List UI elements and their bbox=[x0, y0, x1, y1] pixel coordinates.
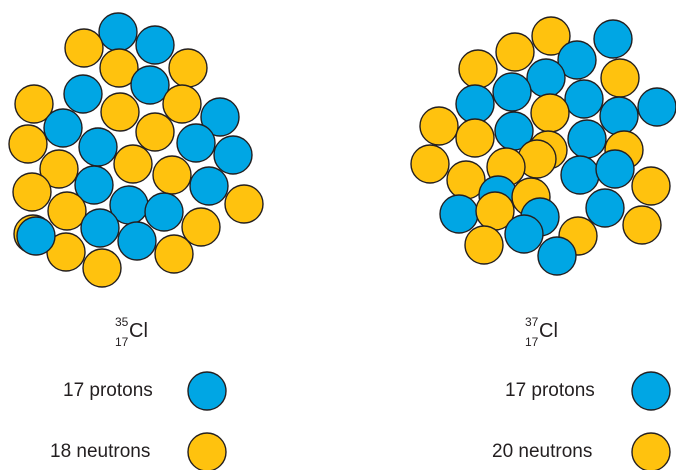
neutron-particle bbox=[163, 85, 201, 123]
proton-particle bbox=[44, 109, 82, 147]
proton-particle bbox=[565, 80, 603, 118]
neutron-particle bbox=[496, 33, 534, 71]
neutron-particle bbox=[48, 192, 86, 230]
legend-proton-icon-37 bbox=[632, 372, 670, 410]
proton-particle bbox=[586, 189, 624, 227]
neutron-particle bbox=[459, 50, 497, 88]
mass-number: 37 bbox=[525, 316, 538, 328]
proton-particle bbox=[596, 150, 634, 188]
isotope-label-cl-37: 37 17 Cl bbox=[525, 312, 605, 352]
neutron-particle bbox=[531, 94, 569, 132]
neutron-particle bbox=[155, 235, 193, 273]
proton-particle bbox=[64, 75, 102, 113]
element-symbol: Cl bbox=[539, 321, 558, 341]
neutron-particle bbox=[153, 156, 191, 194]
neutron-particle bbox=[136, 113, 174, 151]
neutron-particle bbox=[465, 226, 503, 264]
neutron-particle bbox=[101, 93, 139, 131]
proton-particle bbox=[177, 124, 215, 162]
proton-particle bbox=[440, 195, 478, 233]
neutron-particle bbox=[420, 107, 458, 145]
proton-particle bbox=[118, 222, 156, 260]
cl-37-nucleus bbox=[411, 17, 676, 275]
proton-particle bbox=[600, 97, 638, 135]
proton-particle bbox=[17, 217, 55, 255]
proton-particle bbox=[568, 120, 606, 158]
proton-particle bbox=[99, 13, 137, 51]
isotope-label-cl-35: 35 17 Cl bbox=[115, 312, 195, 352]
atomic-number: 17 bbox=[525, 336, 538, 348]
proton-particle bbox=[214, 136, 252, 174]
neutron-particle bbox=[114, 145, 152, 183]
legend-neutron-icon-37 bbox=[632, 433, 670, 470]
legend-neutron-icon-35 bbox=[188, 433, 226, 470]
cl-35-nucleus bbox=[9, 13, 263, 287]
neutron-particle bbox=[601, 59, 639, 97]
proton-particle bbox=[190, 167, 228, 205]
protons-label-35: 17 protons bbox=[63, 381, 153, 401]
proton-particle bbox=[456, 85, 494, 123]
legend-proton-icon-35 bbox=[188, 372, 226, 410]
neutron-particle bbox=[9, 125, 47, 163]
neutron-particle bbox=[411, 145, 449, 183]
neutron-particle bbox=[456, 119, 494, 157]
proton-particle bbox=[493, 73, 531, 111]
neutrons-label-37: 20 neutrons bbox=[492, 442, 592, 462]
neutron-particle bbox=[623, 206, 661, 244]
proton-particle bbox=[505, 215, 543, 253]
proton-particle bbox=[594, 20, 632, 58]
legend-icons bbox=[188, 372, 670, 470]
proton-particle bbox=[561, 156, 599, 194]
mass-number: 35 bbox=[115, 316, 128, 328]
neutrons-label-35: 18 neutrons bbox=[50, 442, 150, 462]
proton-particle bbox=[527, 59, 565, 97]
neutron-particle bbox=[169, 49, 207, 87]
neutron-particle bbox=[225, 185, 263, 223]
proton-particle bbox=[136, 26, 174, 64]
atomic-number: 17 bbox=[115, 336, 128, 348]
neutron-particle bbox=[13, 173, 51, 211]
neutron-particle bbox=[65, 29, 103, 67]
element-symbol: Cl bbox=[129, 321, 148, 341]
proton-particle bbox=[81, 209, 119, 247]
neutron-particle bbox=[632, 167, 670, 205]
proton-particle bbox=[79, 128, 117, 166]
neutron-particle bbox=[83, 249, 121, 287]
proton-particle bbox=[145, 193, 183, 231]
protons-label-37: 17 protons bbox=[505, 381, 595, 401]
proton-particle bbox=[538, 237, 576, 275]
proton-particle bbox=[638, 88, 676, 126]
